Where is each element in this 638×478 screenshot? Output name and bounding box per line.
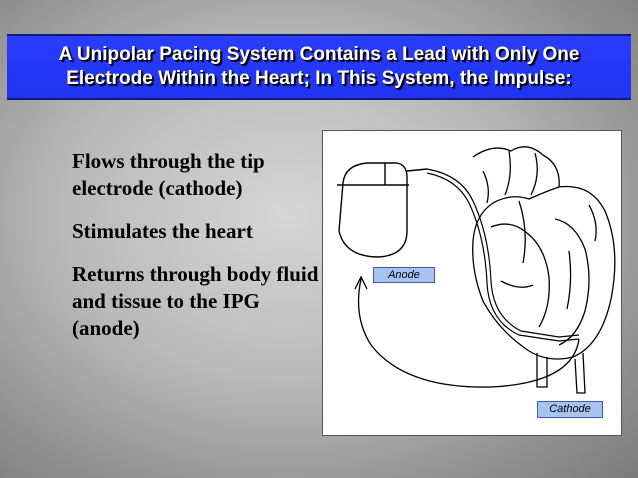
bullet-item-3: Returns through body fluid and tissue to… [72, 262, 319, 340]
bullet-item-2: Stimulates the heart [72, 219, 253, 243]
bullet-list: Flows through the tip electrode (cathode… [72, 148, 322, 358]
bullet-item-1: Flows through the tip electrode (cathode… [72, 149, 265, 200]
anode-label: Anode [373, 267, 435, 283]
slide-title-line-1: A Unipolar Pacing System Contains a Lead… [58, 44, 580, 65]
slide-title-bar: A Unipolar Pacing System Contains a Lead… [7, 34, 631, 100]
pacing-lead-icon [426, 168, 580, 342]
slide-title-line-2: Electrode Within the Heart; In This Syst… [66, 68, 572, 89]
pacing-system-illustration: Anode Cathode [322, 130, 622, 436]
heart-icon [472, 146, 616, 394]
heart-and-ipg-drawing [337, 146, 616, 394]
cathode-label: Cathode [537, 401, 603, 418]
ipg-device-icon [337, 162, 428, 258]
return-path-arrow-icon [354, 275, 580, 388]
